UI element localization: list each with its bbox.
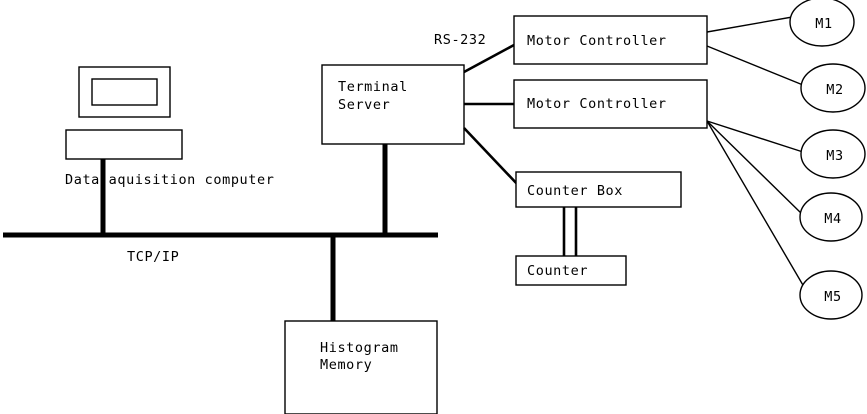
motor-m2-shape <box>800 63 866 113</box>
monitor-screen <box>91 78 158 106</box>
histogram-memory-label-line2: Memory <box>320 357 372 373</box>
rs232-label: RS-232 <box>434 32 486 48</box>
motor-m1-label: M1 <box>815 16 832 32</box>
data-acquisition-computer-label: Data aquisition computer <box>65 172 274 188</box>
motor-controller-2-label: Motor Controller <box>527 96 667 112</box>
motor-controller-1-box <box>513 15 708 65</box>
histogram-memory-label-line1: Histogram <box>320 340 399 356</box>
terminal-server-label-line2: Server <box>338 97 390 113</box>
terminal-server-box <box>321 64 465 145</box>
motor-controller-1-label: Motor Controller <box>527 33 667 49</box>
motor-m3-shape <box>800 129 866 179</box>
cable-mc2-to-m5 <box>706 120 808 293</box>
cable-mc1-to-m1 <box>706 15 799 33</box>
motor-m3-label: M3 <box>826 148 843 164</box>
histogram-memory-box <box>284 320 438 414</box>
counter-label: Counter <box>527 263 588 279</box>
motor-controller-2-box <box>513 79 708 129</box>
motor-m5-shape <box>799 270 863 320</box>
motor-m2-label: M2 <box>826 82 843 98</box>
motor-m5-label: M5 <box>824 289 841 305</box>
counter-box <box>515 255 627 286</box>
cable-mc1-to-m2 <box>706 45 804 86</box>
tcpip-label: TCP/IP <box>127 249 179 265</box>
motor-m4-shape <box>799 192 863 242</box>
link-to-counter-box <box>463 127 520 187</box>
counter-box-box <box>515 171 682 208</box>
motor-m1-shape <box>789 0 855 47</box>
computer-base-unit <box>65 129 183 160</box>
cable-mc2-to-m4 <box>706 120 804 216</box>
cable-mc2-to-m3 <box>706 120 804 153</box>
terminal-server-label-line1: Terminal <box>338 79 408 95</box>
motor-m4-label: M4 <box>824 211 841 227</box>
counter-box-label: Counter Box <box>527 183 623 199</box>
rs232-link-to-motor-controller-1 <box>463 43 515 74</box>
